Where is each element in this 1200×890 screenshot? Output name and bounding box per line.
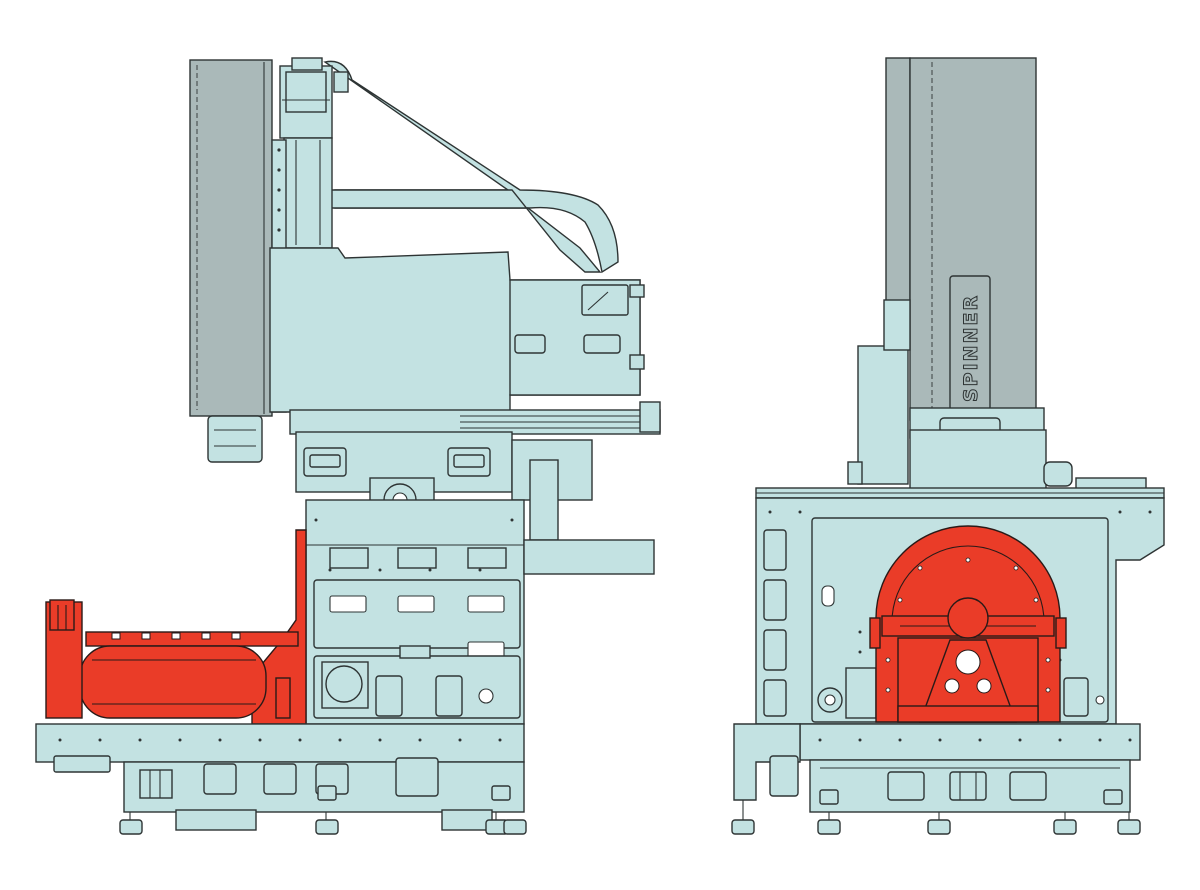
rotary-table-front — [869, 525, 1067, 723]
side-base-frame — [35, 723, 525, 831]
rotary-table-side — [45, 529, 307, 725]
leveling-feet-front — [731, 789, 1141, 835]
headstock-housing — [269, 247, 645, 413]
spindle-nose — [207, 415, 263, 463]
front-enclosure-panel: SPINNER — [885, 57, 1037, 421]
side-view — [35, 57, 661, 835]
front-view: SPINNER — [731, 57, 1165, 835]
x-slide-rail — [289, 401, 661, 435]
front-z-axis-block — [847, 299, 911, 485]
saddle — [295, 431, 593, 541]
z-column — [283, 137, 333, 249]
side-enclosure-panel — [189, 59, 273, 417]
front-base-frame — [733, 723, 1141, 813]
machine-bed-column — [305, 499, 655, 725]
cable-carrier-arm — [323, 60, 619, 274]
leveling-feet-side — [119, 785, 527, 835]
spindle-motor — [279, 57, 349, 139]
spinner-logo: SPINNER — [960, 294, 982, 402]
